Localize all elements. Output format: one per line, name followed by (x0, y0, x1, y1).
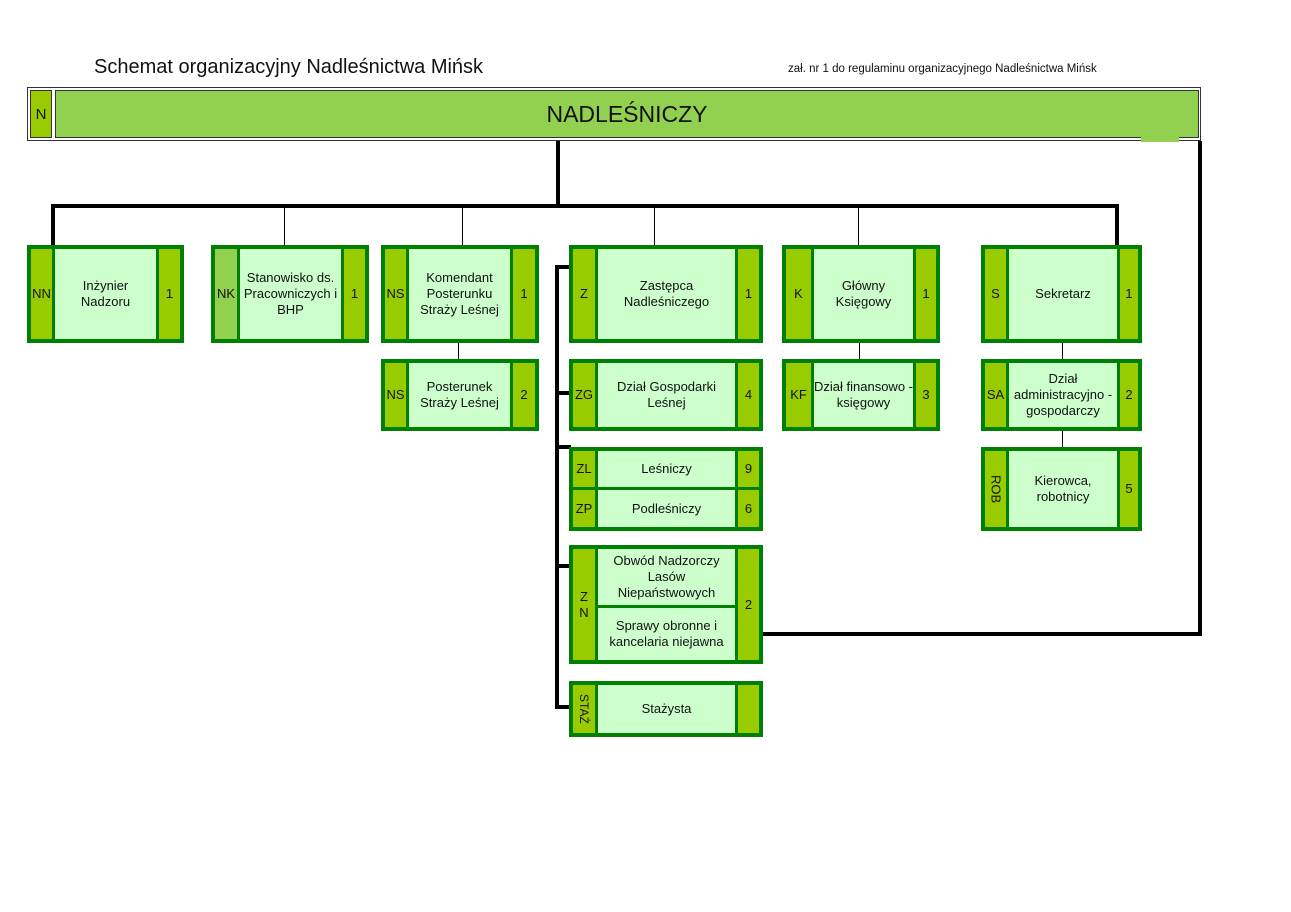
unit-count: 1 (344, 249, 365, 339)
unit-count: 5 (1120, 451, 1138, 527)
unit-count: 1 (1120, 249, 1138, 339)
unit-label-secondary: Sprawy obronne i kancelaria niejawna (598, 608, 735, 660)
unit-count: 2 (1120, 363, 1138, 427)
unit-box-ns-posterunek: NS Posterunek Straży Leśnej 2 (381, 359, 539, 431)
unit-label: Inżynier Nadzoru (55, 249, 156, 339)
unit-label: Kierowca, robotnicy (1009, 451, 1117, 527)
unit-code: STAŻ (573, 685, 595, 733)
unit-count: 1 (916, 249, 936, 339)
unit-box-nk: NK Stanowisko ds. Pracowniczych i BHP 1 (211, 245, 369, 343)
connector-nn (51, 204, 55, 248)
unit-count: 2 (513, 363, 535, 427)
unit-code-text: Z N (579, 588, 589, 620)
connector-s (1115, 204, 1119, 248)
unit-code: NN (31, 249, 52, 339)
unit-box-k: K Główny Księgowy 1 (782, 245, 940, 343)
connector-main-horizontal (51, 204, 1119, 208)
unit-label: Leśniczy (598, 451, 735, 487)
unit-box-rob: ROB Kierowca, robotnicy 5 (981, 447, 1142, 531)
unit-count: 4 (738, 363, 759, 427)
unit-box-zn: Z N Obwód Nadzorczy Lasów Niepaństwowych… (569, 545, 763, 664)
unit-label: Zastępca Nadleśniczego (598, 249, 735, 339)
connector-sa (1062, 341, 1063, 360)
top-unit-label: NADLEŚNICZY (55, 90, 1199, 138)
unit-code: NS (385, 363, 406, 427)
connector-kf (859, 341, 860, 360)
unit-count: 1 (159, 249, 180, 339)
unit-label: Dział Gospodarki Leśnej (598, 363, 735, 427)
unit-code: S (985, 249, 1006, 339)
unit-label: Dział finansowo - księgowy (814, 363, 913, 427)
connector-rob (1062, 430, 1063, 448)
unit-box-zg: ZG Dział Gospodarki Leśnej 4 (569, 359, 763, 431)
unit-label: Podleśniczy (598, 490, 735, 527)
connector-right-horizontal (760, 632, 1202, 636)
connector-ns (462, 206, 463, 246)
unit-code: SA (985, 363, 1006, 427)
unit-count: 1 (513, 249, 535, 339)
unit-box-z: Z Zastępca Nadleśniczego 1 (569, 245, 763, 343)
unit-label: Stażysta (598, 685, 735, 733)
unit-label: Komendant Posterunku Straży Leśnej (409, 249, 510, 339)
unit-code: ROB (985, 451, 1006, 527)
unit-box-ns-komendant: NS Komendant Posterunku Straży Leśnej 1 (381, 245, 539, 343)
unit-label: Dział administracyjno - gospodarczy (1009, 363, 1117, 427)
connector-ns-sub (458, 341, 459, 360)
unit-code: Z N (573, 549, 595, 660)
connector-main-vertical (556, 141, 560, 207)
chart-title: Schemat organizacyjny Nadleśnictwa Mińsk (94, 56, 484, 78)
top-unit-code: N (30, 90, 52, 138)
connector-staz (555, 705, 571, 709)
connector-zl (555, 445, 571, 449)
connector-right-vertical (1198, 141, 1202, 636)
unit-label: Stanowisko ds. Pracowniczych i BHP (240, 249, 341, 339)
unit-box-s: S Sekretarz 1 (981, 245, 1142, 343)
connector-z-top (555, 265, 571, 269)
connector-zn (555, 564, 571, 568)
unit-code: ZP (573, 490, 595, 527)
unit-code: NK (215, 249, 237, 339)
unit-box-zl-zp: ZL Leśniczy 9 ZP Podleśniczy 6 (569, 447, 763, 531)
unit-label: Główny Księgowy (814, 249, 913, 339)
chart-subtitle: zał. nr 1 do regulaminu organizacyjnego … (788, 63, 1097, 75)
unit-code: KF (786, 363, 811, 427)
unit-code: NS (385, 249, 406, 339)
connector-zg (555, 391, 571, 395)
unit-code: ZG (573, 363, 595, 427)
unit-count: 6 (738, 490, 759, 527)
unit-box-sa: SA Dział administracyjno - gospodarczy 2 (981, 359, 1142, 431)
unit-box-nn: NN Inżynier Nadzoru 1 (27, 245, 184, 343)
unit-count: 9 (738, 451, 759, 487)
top-unit-gap (1141, 137, 1179, 142)
unit-code: K (786, 249, 811, 339)
unit-label: Obwód Nadzorczy Lasów Niepaństwowych (598, 549, 735, 605)
connector-z (654, 206, 655, 246)
unit-count: 2 (738, 549, 759, 660)
unit-code: Z (573, 249, 595, 339)
unit-box-kf: KF Dział finansowo - księgowy 3 (782, 359, 940, 431)
unit-label: Posterunek Straży Leśnej (409, 363, 510, 427)
unit-count: 3 (916, 363, 936, 427)
unit-count: 1 (738, 249, 759, 339)
connector-nk (284, 206, 285, 246)
connector-z-spine (555, 265, 559, 709)
connector-k (858, 206, 859, 246)
unit-count (738, 685, 759, 733)
unit-code: ZL (573, 451, 595, 487)
unit-label: Sekretarz (1009, 249, 1117, 339)
unit-box-staz: STAŻ Stażysta (569, 681, 763, 737)
